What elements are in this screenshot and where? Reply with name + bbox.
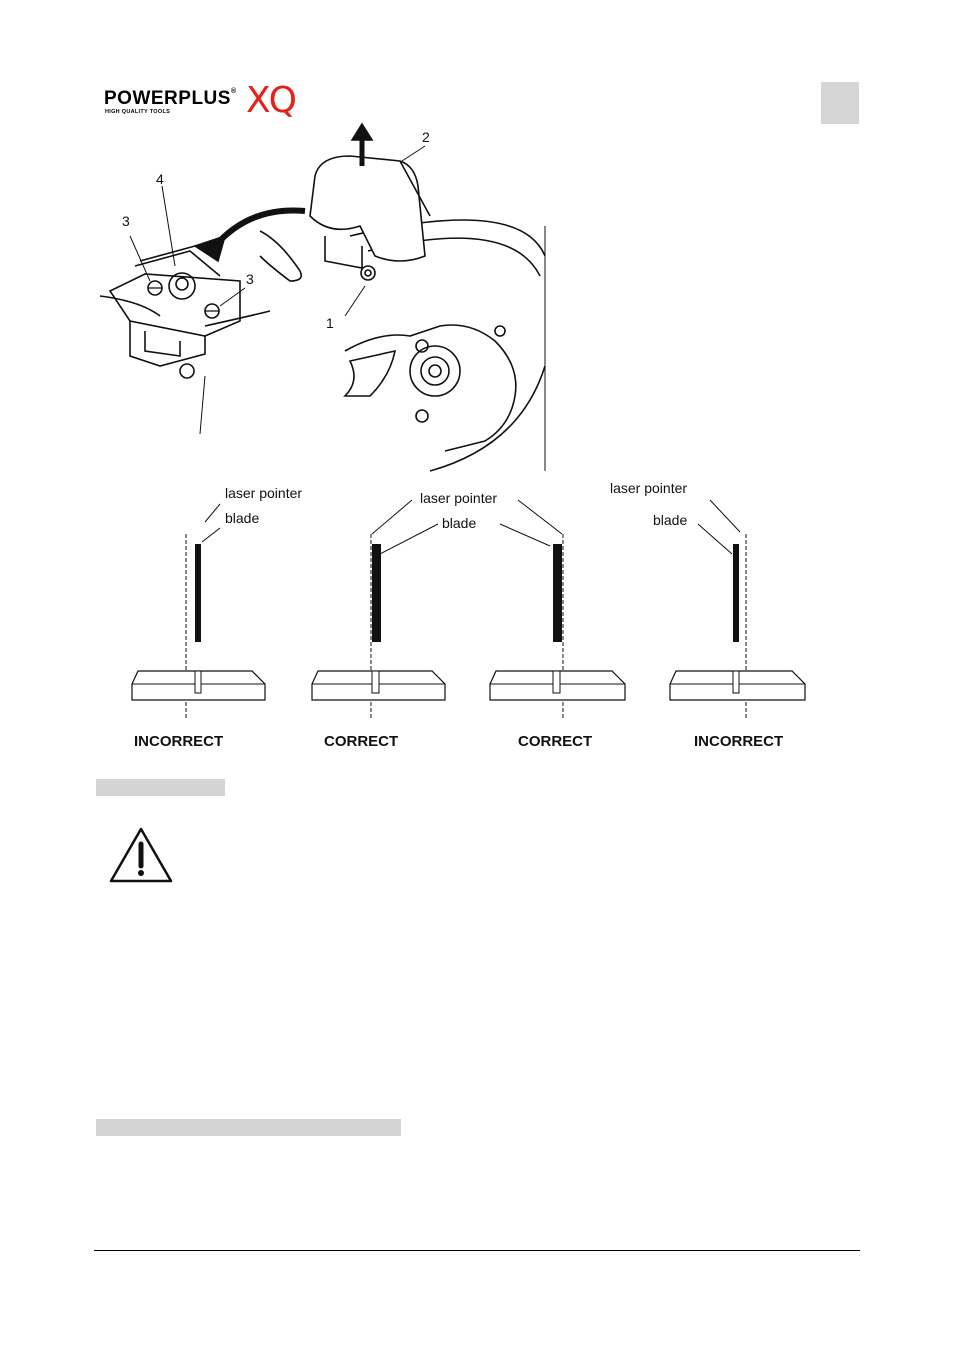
label-blade: blade xyxy=(225,510,259,526)
callout-3b: 3 xyxy=(246,271,254,287)
section-heading-bar-1 xyxy=(96,779,225,796)
brand-tagline: HIGH QUALITY TOOLS xyxy=(105,109,171,115)
label-laser-pointer: laser pointer xyxy=(225,485,302,501)
callout-1: 1 xyxy=(326,315,334,331)
callout-4: 4 xyxy=(156,171,164,187)
panel-correct-right: CORRECT xyxy=(489,534,626,750)
laser-alignment-diagram: laser pointer blade INCORRECT laser poin… xyxy=(131,480,806,750)
footer-divider xyxy=(94,1250,860,1251)
panel-incorrect-left: laser pointer blade INCORRECT xyxy=(131,485,302,750)
verdict-incorrect: INCORRECT xyxy=(694,733,783,750)
label-blade: blade xyxy=(653,512,687,528)
callout-2: 2 xyxy=(422,129,430,145)
label-laser-pointer: laser pointer xyxy=(420,490,497,506)
panel-correct-left: laser pointer blade CORRECT xyxy=(311,490,563,750)
label-blade: blade xyxy=(442,515,476,531)
panel-incorrect-right: laser pointer blade INCORRECT xyxy=(610,480,806,750)
verdict-incorrect: INCORRECT xyxy=(134,733,223,750)
label-laser-pointer: laser pointer xyxy=(610,480,687,496)
verdict-correct: CORRECT xyxy=(518,733,592,750)
verdict-correct: CORRECT xyxy=(324,733,398,750)
warning-triangle-icon xyxy=(109,827,173,883)
section-heading-bar-2 xyxy=(96,1119,401,1136)
page-number-box xyxy=(821,82,859,124)
brand-suffix: XQ xyxy=(246,80,297,121)
laser-adjustment-illustration: 1 2 3 3 4 xyxy=(100,122,546,472)
callout-3a: 3 xyxy=(122,213,130,229)
brand-name: POWERPLUS® xyxy=(104,88,237,109)
